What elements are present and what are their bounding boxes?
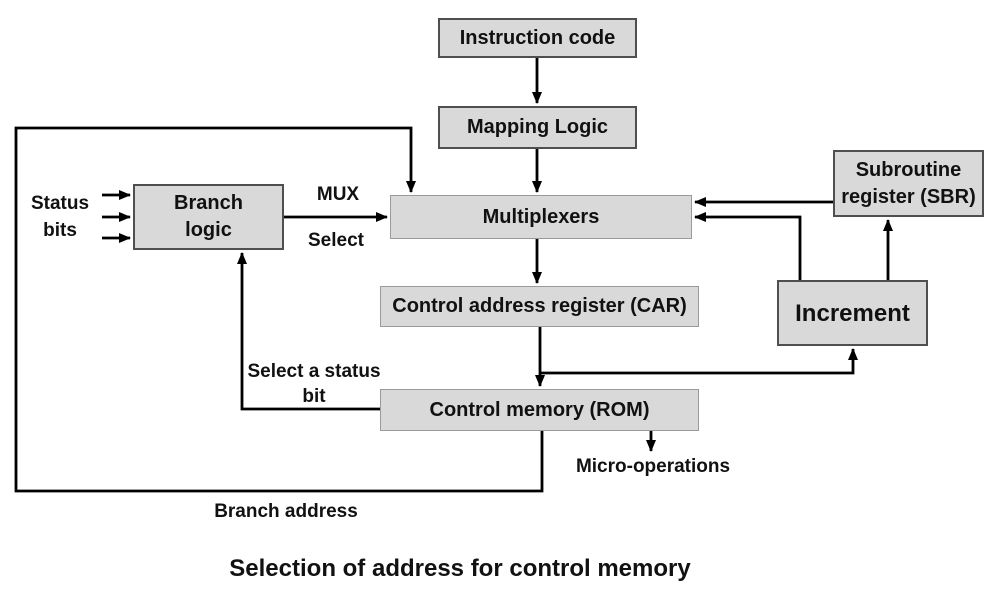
branch-logic-box: Branch logic (133, 184, 284, 250)
diagram-title: Selection of address for control memory (229, 555, 691, 582)
micro-operations-label: Micro-operations (575, 456, 731, 477)
subroutine-register-label-line2: register (SBR) (841, 185, 976, 208)
subroutine-register-label-line1: Subroutine (855, 158, 962, 181)
instruction-code-box: Instruction code (438, 18, 637, 58)
arrow-increment-to-multiplexers (694, 212, 802, 280)
control-address-register-label: Control address register (CAR) (392, 295, 687, 317)
arrow-car-to-increment (540, 348, 858, 375)
status-bits-label: Status bits (20, 190, 100, 244)
select-status-bit-label-line2: bit (302, 386, 326, 407)
control-memory-label: Control memory (ROM) (429, 398, 650, 421)
status-bits-label-line2: bits (43, 220, 77, 241)
multiplexers-box: Multiplexers (390, 195, 692, 239)
increment-label: Increment (795, 299, 910, 327)
branch-address-label: Branch address (214, 501, 358, 522)
arrow-branch-address-feedback (14, 126, 544, 493)
subroutine-register-box: Subroutine register (SBR) (833, 150, 984, 217)
instruction-code-label: Instruction code (459, 26, 616, 49)
select-status-bit-label: Select a status bit (243, 359, 385, 409)
mapping-logic-box: Mapping Logic (438, 106, 637, 149)
increment-box: Increment (777, 280, 928, 346)
select-status-bit-label-line1: Select a status (247, 361, 381, 382)
control-memory-box: Control memory (ROM) (380, 389, 699, 431)
mux-label: MUX (316, 184, 360, 205)
branch-logic-label-line1: Branch (174, 192, 243, 214)
branch-logic-label-line2: logic (185, 219, 232, 241)
arrow-select-status-bit (237, 252, 380, 411)
multiplexers-label: Multiplexers (482, 205, 600, 228)
status-bits-label-line1: Status (30, 193, 90, 214)
control-address-register-box: Control address register (CAR) (380, 286, 699, 327)
select-label: Select (308, 230, 364, 251)
mapping-logic-label: Mapping Logic (466, 116, 609, 138)
